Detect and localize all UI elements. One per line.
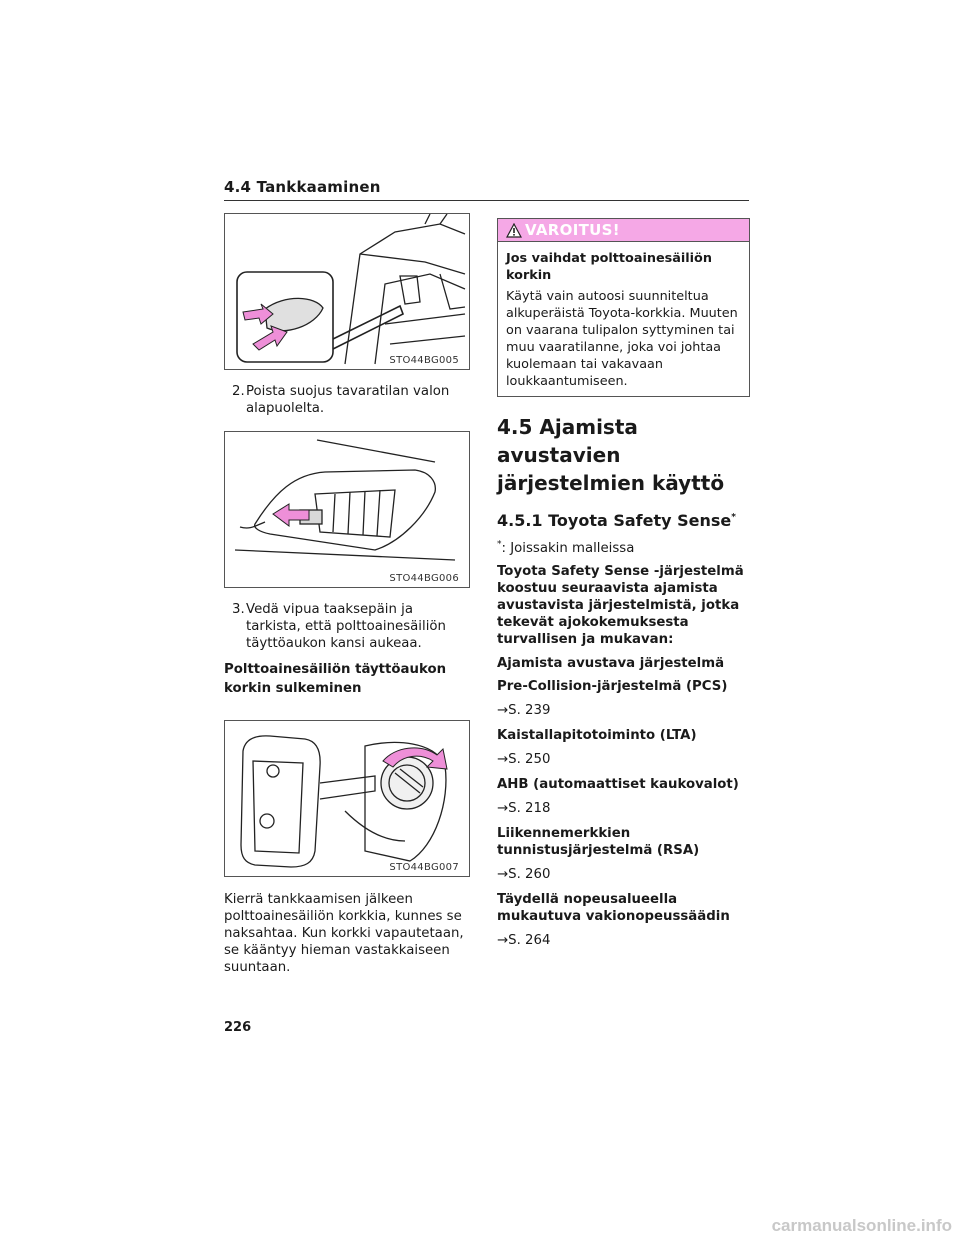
header-rule bbox=[224, 200, 749, 201]
subsection-title: 4.5.1 Toyota Safety Sense* bbox=[497, 511, 736, 530]
step-3: 3.Vedä vipua taaksepäin ja tarkista, ett… bbox=[232, 602, 446, 651]
cap-illustration bbox=[240, 735, 448, 868]
section-title: 4.5 Ajamista avustavien järjestelmien kä… bbox=[497, 415, 725, 495]
figure-code: STO44BG007 bbox=[389, 862, 459, 873]
page-number: 226 bbox=[224, 1020, 252, 1035]
figure-lever: STO44BG006 bbox=[224, 431, 470, 588]
warning-box: VAROITUS! Jos vaihdat polttoainesäiliön … bbox=[497, 218, 750, 397]
step-2: 2.Poista suojus tavaratilan valon alapuo… bbox=[232, 384, 450, 416]
page-reference-link[interactable]: →S. 239 bbox=[497, 703, 551, 718]
left-column: STO44BG005 2.Poista suojus tavaratilan v… bbox=[224, 213, 470, 976]
page-reference-link[interactable]: →S. 250 bbox=[497, 752, 551, 767]
list-item: Pre-Collision-järjestelmä (PCS) →S. 239 bbox=[497, 678, 750, 727]
list-item: AHB (automaattiset kaukovalot) →S. 218 bbox=[497, 776, 750, 825]
figure-cap: STO44BG007 bbox=[224, 720, 470, 877]
right-column: VAROITUS! Jos vaihdat polttoainesäiliön … bbox=[497, 218, 750, 949]
page-reference-link[interactable]: →S. 218 bbox=[497, 801, 551, 816]
warning-title: VAROITUS! bbox=[525, 221, 620, 239]
list-heading: Ajamista avustava järjestelmä bbox=[497, 656, 725, 671]
page-reference-link[interactable]: →S. 264 bbox=[497, 933, 551, 948]
intro-text: Toyota Safety Sense -järjestelmä koostuu… bbox=[497, 564, 744, 647]
watermark: carmanualsonline.info bbox=[771, 1216, 952, 1235]
figure-code: STO44BG006 bbox=[389, 573, 459, 584]
list-item: Täydellä nopeusalueella mukautuva vakion… bbox=[497, 891, 750, 949]
footnote: *: Joissakin malleissa bbox=[497, 539, 635, 556]
closing-heading: Polttoainesäiliön täyttöaukon korkin sul… bbox=[224, 662, 447, 696]
closing-text: Kierrä tankkaamisen jälkeen polttoainesä… bbox=[224, 892, 464, 975]
figure-code: STO44BG005 bbox=[389, 355, 459, 366]
warning-header: VAROITUS! bbox=[498, 219, 749, 242]
list-item: Kaistallapitotoiminto (LTA) →S. 250 bbox=[497, 727, 750, 776]
section-header-title: 4.4 Tankkaaminen bbox=[224, 178, 381, 196]
lever-illustration bbox=[234, 439, 456, 561]
warning-triangle-icon bbox=[506, 222, 522, 238]
system-list: Pre-Collision-järjestelmä (PCS) →S. 239 … bbox=[497, 678, 750, 949]
warning-body: Jos vaihdat polttoainesäiliön korkin Käy… bbox=[498, 242, 749, 396]
page-reference-link[interactable]: →S. 260 bbox=[497, 867, 551, 882]
warning-text: Käytä vain autoosi suunniteltua alkuperä… bbox=[506, 289, 738, 389]
trunk-illustration bbox=[236, 214, 466, 365]
warning-heading: Jos vaihdat polttoainesäiliön korkin bbox=[506, 251, 712, 283]
figure-trunk-cover: STO44BG005 bbox=[224, 213, 470, 370]
list-item: Liikennemerkkien tunnistusjärjestelmä (R… bbox=[497, 825, 750, 891]
